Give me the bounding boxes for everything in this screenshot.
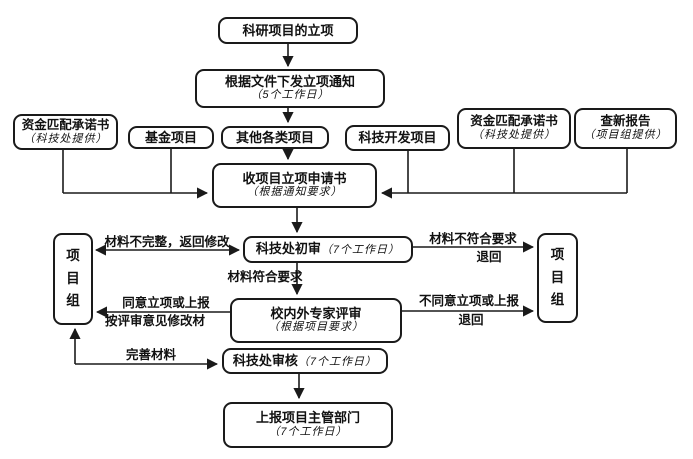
edge-label-return-bottom: 退回: [458, 313, 484, 327]
node-tech-dev: 科技开发项目: [345, 125, 450, 151]
node-expert-review-sub: （根据项目要求）: [268, 321, 364, 334]
node-fund: 基金项目: [128, 126, 214, 149]
node-promise-left-sub: （科技处提供）: [23, 132, 108, 145]
node-novelty-sub: （项目组提供）: [583, 129, 668, 142]
node-promise-left: 资金匹配承诺书 （科技处提供）: [13, 114, 118, 150]
node-fund-label: 基金项目: [144, 129, 197, 145]
node-submit-label: 上报项目主管部门: [255, 410, 360, 426]
node-other: 其他各类项目: [221, 126, 329, 149]
node-initial-review-sub: （7个工作日）: [320, 244, 401, 257]
node-initial-review-label: 科技处初审: [255, 241, 321, 257]
node-tech-dev-label: 科技开发项目: [358, 130, 437, 146]
node-notice: 根据文件下发立项通知 （5个工作日）: [195, 69, 385, 108]
node-application: 收项目立项申请书 （根据通知要求）: [212, 163, 377, 208]
node-promise-right-sub: （科技处提供）: [472, 129, 556, 142]
edge-label-nonconform: 材料不符合要求: [429, 232, 517, 246]
edge-label-complete: 完善材料: [125, 348, 177, 362]
node-notice-label: 根据文件下发立项通知: [224, 73, 355, 89]
node-expert-review-label: 校内外专家评审: [270, 305, 362, 321]
node-submit-sub: （7个工作日）: [268, 425, 348, 438]
edge-label-conform: 材料符合要求: [227, 270, 303, 284]
edge-label-agree: 同意立项或上报: [122, 296, 210, 310]
node-other-label: 其他各类项目: [235, 129, 314, 145]
node-project-group-left-label: 项目组: [66, 247, 80, 309]
edge-label-revise: 按评审意见修改材: [104, 314, 206, 328]
node-submit: 上报项目主管部门 （7个工作日）: [223, 402, 393, 448]
node-start-label: 科研项目的立项: [242, 22, 334, 38]
node-application-sub: （根据通知要求）: [246, 186, 343, 199]
node-promise-right: 资金匹配承诺书 （科技处提供）: [457, 108, 571, 149]
node-promise-left-label: 资金匹配承诺书: [21, 117, 110, 132]
node-project-group-right: 项目组: [537, 233, 578, 323]
node-novelty: 查新报告 （项目组提供）: [574, 108, 677, 149]
edge-label-incomplete: 材料不完整，返回修改: [104, 235, 230, 249]
node-final-review: 科技处审核 （7个工作日）: [222, 348, 388, 374]
node-promise-right-label: 资金匹配承诺书: [470, 114, 558, 129]
node-final-review-label: 科技处审核: [232, 352, 298, 368]
node-project-group-right-label: 项目组: [550, 246, 565, 308]
edge-label-disagree: 不同意立项或上报: [418, 294, 520, 308]
node-novelty-label: 查新报告: [600, 114, 651, 129]
edge-label-return-top: 退回: [476, 250, 502, 264]
node-start: 科研项目的立项: [218, 17, 358, 44]
node-expert-review: 校内外专家评审 （根据项目要求）: [230, 298, 402, 343]
node-project-group-left: 项目组: [53, 233, 93, 325]
node-initial-review: 科技处初审 （7个工作日）: [243, 236, 413, 263]
node-notice-sub: （5个工作日）: [250, 89, 330, 102]
node-application-label: 收项目立项申请书: [242, 170, 347, 186]
node-final-review-sub: （7个工作日）: [297, 355, 378, 368]
